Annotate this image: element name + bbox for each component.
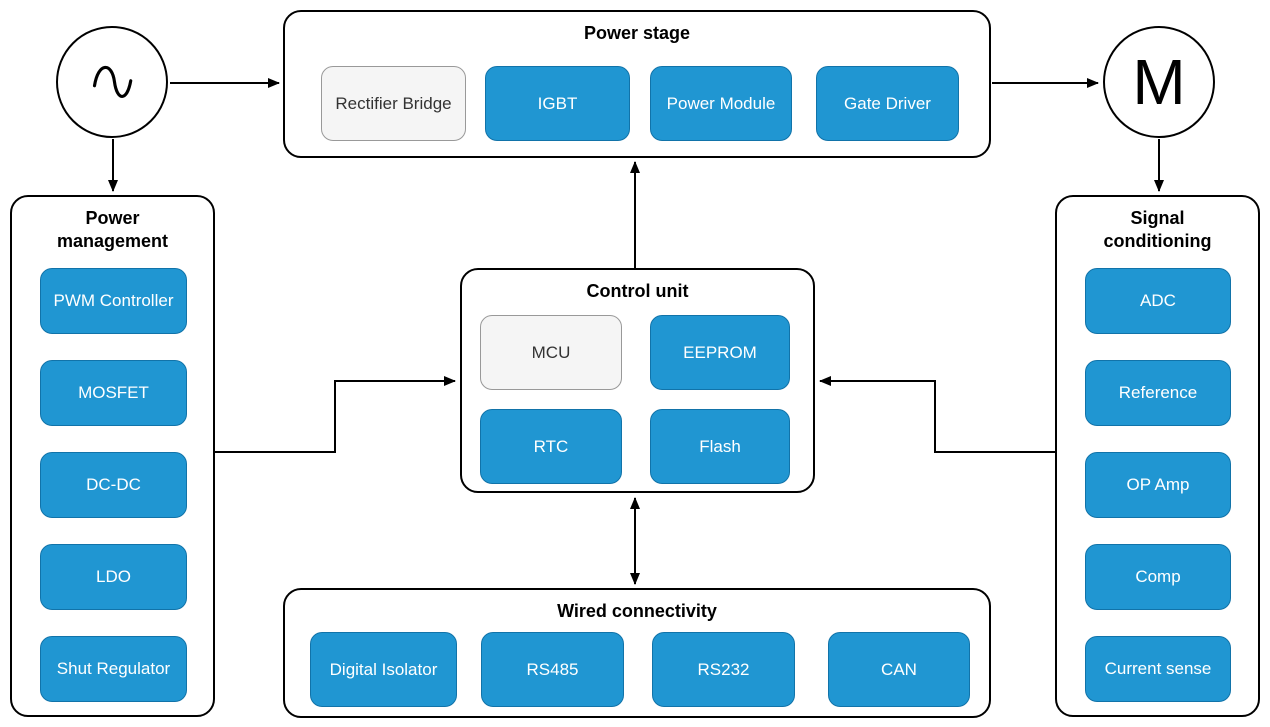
- motor-label: M: [1132, 46, 1186, 118]
- block-eeprom: EEPROM: [650, 315, 790, 390]
- power-stage-group: Power stage Rectifier Bridge IGBT Power …: [283, 10, 991, 158]
- block-comp: Comp: [1085, 544, 1231, 610]
- block-ldo: LDO: [40, 544, 187, 610]
- wired-connectivity-title: Wired connectivity: [557, 601, 717, 621]
- block-gate-driver: Gate Driver: [816, 66, 959, 141]
- block-rectifier-bridge: Rectifier Bridge: [321, 66, 466, 141]
- control-unit-title: Control unit: [586, 281, 689, 301]
- block-digital-isolator: Digital Isolator: [310, 632, 457, 707]
- block-adc: ADC: [1085, 268, 1231, 334]
- signal-conditioning-title: Signal conditioning: [1103, 208, 1212, 251]
- block-pwm-controller: PWM Controller: [40, 268, 187, 334]
- power-stage-title: Power stage: [583, 23, 691, 43]
- ac-source-node: [56, 26, 168, 138]
- block-igbt: IGBT: [485, 66, 630, 141]
- motor-node: M: [1103, 26, 1215, 138]
- arrow-signal-conditioning-to-control-unit: [819, 376, 1055, 453]
- block-mosfet: MOSFET: [40, 360, 187, 426]
- block-mcu: MCU: [480, 315, 622, 390]
- sine-wave-icon: [92, 65, 133, 98]
- block-flash: Flash: [650, 409, 790, 484]
- block-rs232: RS232: [652, 632, 795, 707]
- block-reference: Reference: [1085, 360, 1231, 426]
- block-current-sense: Current sense: [1085, 636, 1231, 702]
- block-dc-dc: DC-DC: [40, 452, 187, 518]
- block-op-amp: OP Amp: [1085, 452, 1231, 518]
- block-rtc: RTC: [480, 409, 622, 484]
- wired-connectivity-group: Wired connectivity Digital Isolator RS48…: [283, 588, 991, 718]
- power-management-group: Power management PWM Controller MOSFET D…: [10, 195, 215, 717]
- arrow-power-management-to-control-unit: [215, 376, 456, 453]
- block-power-module: Power Module: [650, 66, 792, 141]
- block-shut-regulator: Shut Regulator: [40, 636, 187, 702]
- block-rs485: RS485: [481, 632, 624, 707]
- control-unit-group: Control unit MCU EEPROM RTC Flash: [460, 268, 815, 493]
- block-can: CAN: [828, 632, 970, 707]
- power-management-title: Power management: [56, 208, 169, 251]
- signal-conditioning-group: Signal conditioning ADC Reference OP Amp…: [1055, 195, 1260, 717]
